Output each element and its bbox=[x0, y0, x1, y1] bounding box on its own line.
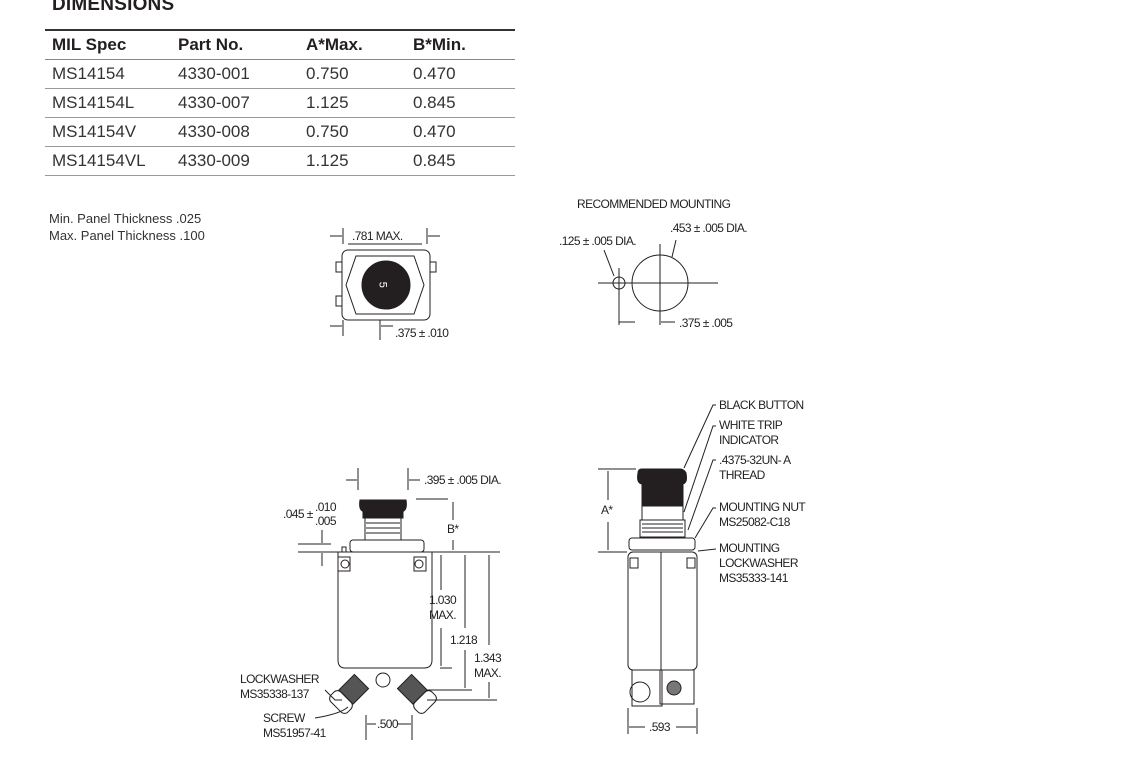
column-header: B*Min. bbox=[406, 29, 515, 60]
height-1343: 1.343 bbox=[474, 651, 502, 665]
callout-lockwasher-2: LOCKWASHER bbox=[719, 556, 799, 570]
button-number: 5 bbox=[376, 281, 389, 288]
cell: 4330-009 bbox=[171, 146, 299, 176]
top-offset-label: .375 ± .010 bbox=[395, 326, 449, 340]
callout-mounting-nut: MOUNTING NUT bbox=[719, 500, 806, 514]
cell: 0.845 bbox=[406, 88, 515, 118]
tolerance-plus: .010 bbox=[315, 500, 337, 514]
callout-mounting-nut-part: MS25082-C18 bbox=[719, 515, 790, 529]
terminal-spacing-label: .500 bbox=[377, 717, 399, 731]
cell: 0.845 bbox=[406, 146, 515, 176]
cell: MS14154 bbox=[45, 59, 171, 89]
cell: 0.470 bbox=[406, 59, 515, 89]
cell: 1.125 bbox=[299, 146, 406, 176]
mounting-title: RECOMMENDED MOUNTING bbox=[577, 197, 731, 211]
section-title: DIMENSIONS bbox=[52, 0, 175, 15]
column-header: A*Max. bbox=[299, 29, 406, 60]
top-view-drawing bbox=[330, 228, 440, 340]
screw-label: SCREW bbox=[263, 711, 305, 725]
screw-part: MS51957-41 bbox=[263, 726, 326, 740]
top-width-label: .781 MAX. bbox=[352, 229, 403, 243]
height-1030: 1.030 bbox=[429, 593, 457, 607]
callout-black-button: BLACK BUTTON bbox=[719, 398, 804, 412]
lockwasher-label: LOCKWASHER bbox=[240, 672, 320, 686]
tolerance-minus: .005 bbox=[315, 514, 337, 528]
height-1030-max: MAX. bbox=[429, 608, 457, 622]
min-panel-thickness: Min. Panel Thickness .025 bbox=[49, 211, 202, 226]
cell: 4330-008 bbox=[171, 117, 299, 147]
callout-lockwasher: MOUNTING bbox=[719, 541, 780, 555]
large-hole-label: .453 ± .005 DIA. bbox=[670, 221, 748, 235]
callout-lockwasher-part: MS35333-141 bbox=[719, 571, 788, 585]
button-dia-label: .395 ± .005 DIA. bbox=[424, 473, 502, 487]
b-dimension-label: B* bbox=[447, 522, 459, 536]
height-1218: 1.218 bbox=[450, 633, 478, 647]
table-header-row: MIL Spec Part No. A*Max. B*Min. bbox=[45, 29, 515, 60]
cell: 1.125 bbox=[299, 88, 406, 118]
callout-thread-2: THREAD bbox=[719, 468, 765, 482]
cell: MS14154L bbox=[45, 88, 171, 118]
side-width-label: .593 bbox=[649, 720, 671, 734]
lockwasher-part: MS35338-137 bbox=[240, 687, 309, 701]
a-dimension-label: A* bbox=[601, 503, 613, 517]
cell: MS14154V bbox=[45, 117, 171, 147]
callout-trip-indicator-2: INDICATOR bbox=[719, 433, 779, 447]
hole-spacing-label: .375 ± .005 bbox=[679, 316, 733, 330]
column-header: Part No. bbox=[171, 29, 299, 60]
callout-thread: .4375-32UN- A bbox=[719, 453, 791, 467]
cell: 0.470 bbox=[406, 117, 515, 147]
cell: MS14154VL bbox=[45, 146, 171, 176]
cell: 4330-001 bbox=[171, 59, 299, 89]
cell: 0.750 bbox=[299, 117, 406, 147]
cell: 4330-007 bbox=[171, 88, 299, 118]
callout-trip-indicator: WHITE TRIP bbox=[719, 418, 783, 432]
tolerance-base: .045 ± bbox=[283, 507, 313, 521]
side-view-drawing bbox=[598, 404, 717, 734]
column-header: MIL Spec bbox=[45, 29, 171, 60]
mounting-drawing bbox=[598, 239, 718, 325]
max-panel-thickness: Max. Panel Thickness .100 bbox=[49, 228, 205, 243]
height-1343-max: MAX. bbox=[474, 666, 502, 680]
small-hole-label: .125 ± .005 DIA. bbox=[559, 234, 637, 248]
front-view-drawing bbox=[298, 468, 500, 740]
cell: 0.750 bbox=[299, 59, 406, 89]
